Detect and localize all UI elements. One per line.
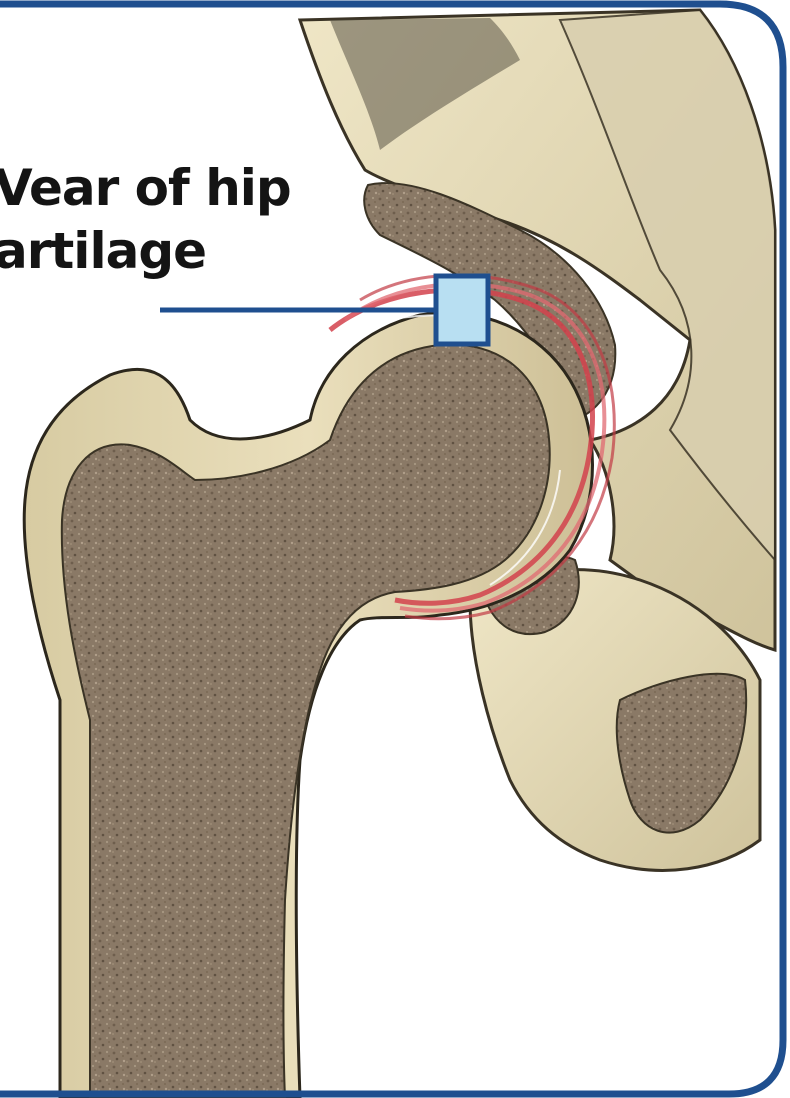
femur-marrow: [62, 345, 550, 1098]
wear-marker: [436, 276, 488, 344]
annotation-line-2: artilage: [0, 222, 206, 280]
annotation-line-1: Vear of hip: [0, 159, 291, 217]
